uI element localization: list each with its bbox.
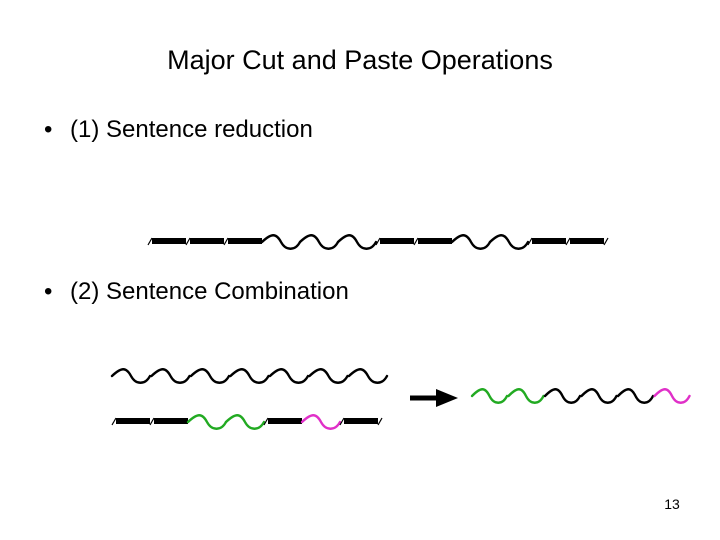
word-slash bbox=[375, 237, 381, 246]
word-slash bbox=[413, 237, 419, 246]
word-block bbox=[190, 238, 224, 244]
word-wave bbox=[224, 414, 266, 430]
bullet-text: (2) Sentence Combination bbox=[70, 278, 349, 305]
word-wave bbox=[308, 368, 349, 384]
arrow-icon bbox=[410, 389, 458, 407]
word-wave bbox=[470, 388, 509, 404]
word-block bbox=[228, 238, 262, 244]
word-wave bbox=[298, 234, 340, 250]
word-slash bbox=[149, 417, 155, 426]
word-wave bbox=[110, 368, 152, 384]
word-wave bbox=[336, 234, 378, 250]
word-wave bbox=[450, 234, 492, 250]
combination-result-sentence bbox=[470, 388, 691, 404]
word-block bbox=[570, 238, 604, 244]
word-wave bbox=[229, 368, 270, 384]
word-wave bbox=[488, 234, 530, 250]
word-block bbox=[154, 418, 188, 424]
word-slash bbox=[111, 417, 117, 426]
word-wave bbox=[268, 368, 310, 384]
bullet-sentence-reduction: • (1) Sentence reduction bbox=[44, 115, 313, 145]
word-block bbox=[380, 238, 414, 244]
word-block bbox=[268, 418, 302, 424]
word-wave bbox=[616, 388, 655, 404]
word-slash bbox=[527, 237, 533, 246]
word-wave bbox=[300, 414, 342, 430]
bullet-sentence-combination: • (2) Sentence Combination bbox=[44, 277, 349, 307]
word-wave bbox=[260, 234, 302, 250]
word-wave bbox=[186, 414, 228, 430]
bullet-text: (1) Sentence reduction bbox=[70, 116, 313, 143]
word-wave bbox=[543, 388, 582, 404]
word-block bbox=[152, 238, 186, 244]
word-wave bbox=[150, 368, 191, 384]
word-wave bbox=[580, 388, 618, 404]
word-block bbox=[418, 238, 452, 244]
word-wave bbox=[507, 388, 545, 404]
word-slash bbox=[339, 417, 345, 426]
word-slash bbox=[223, 237, 229, 246]
word-wave bbox=[189, 368, 231, 384]
page-number: 13 bbox=[664, 496, 680, 512]
bullet-marker: • bbox=[44, 116, 53, 143]
bullet-marker: • bbox=[44, 278, 53, 305]
word-slash bbox=[263, 417, 269, 426]
word-slash bbox=[147, 237, 153, 246]
word-block bbox=[532, 238, 566, 244]
slide-title: Major Cut and Paste Operations bbox=[167, 45, 553, 75]
word-wave bbox=[653, 388, 691, 404]
word-block bbox=[116, 418, 150, 424]
word-slash bbox=[565, 237, 571, 246]
word-slash bbox=[185, 237, 191, 246]
word-block bbox=[344, 418, 378, 424]
combination-sentence-one bbox=[110, 368, 389, 384]
word-wave bbox=[347, 368, 389, 384]
combination-sentence-two bbox=[111, 414, 383, 430]
reduction-sentence-strip bbox=[147, 234, 609, 250]
